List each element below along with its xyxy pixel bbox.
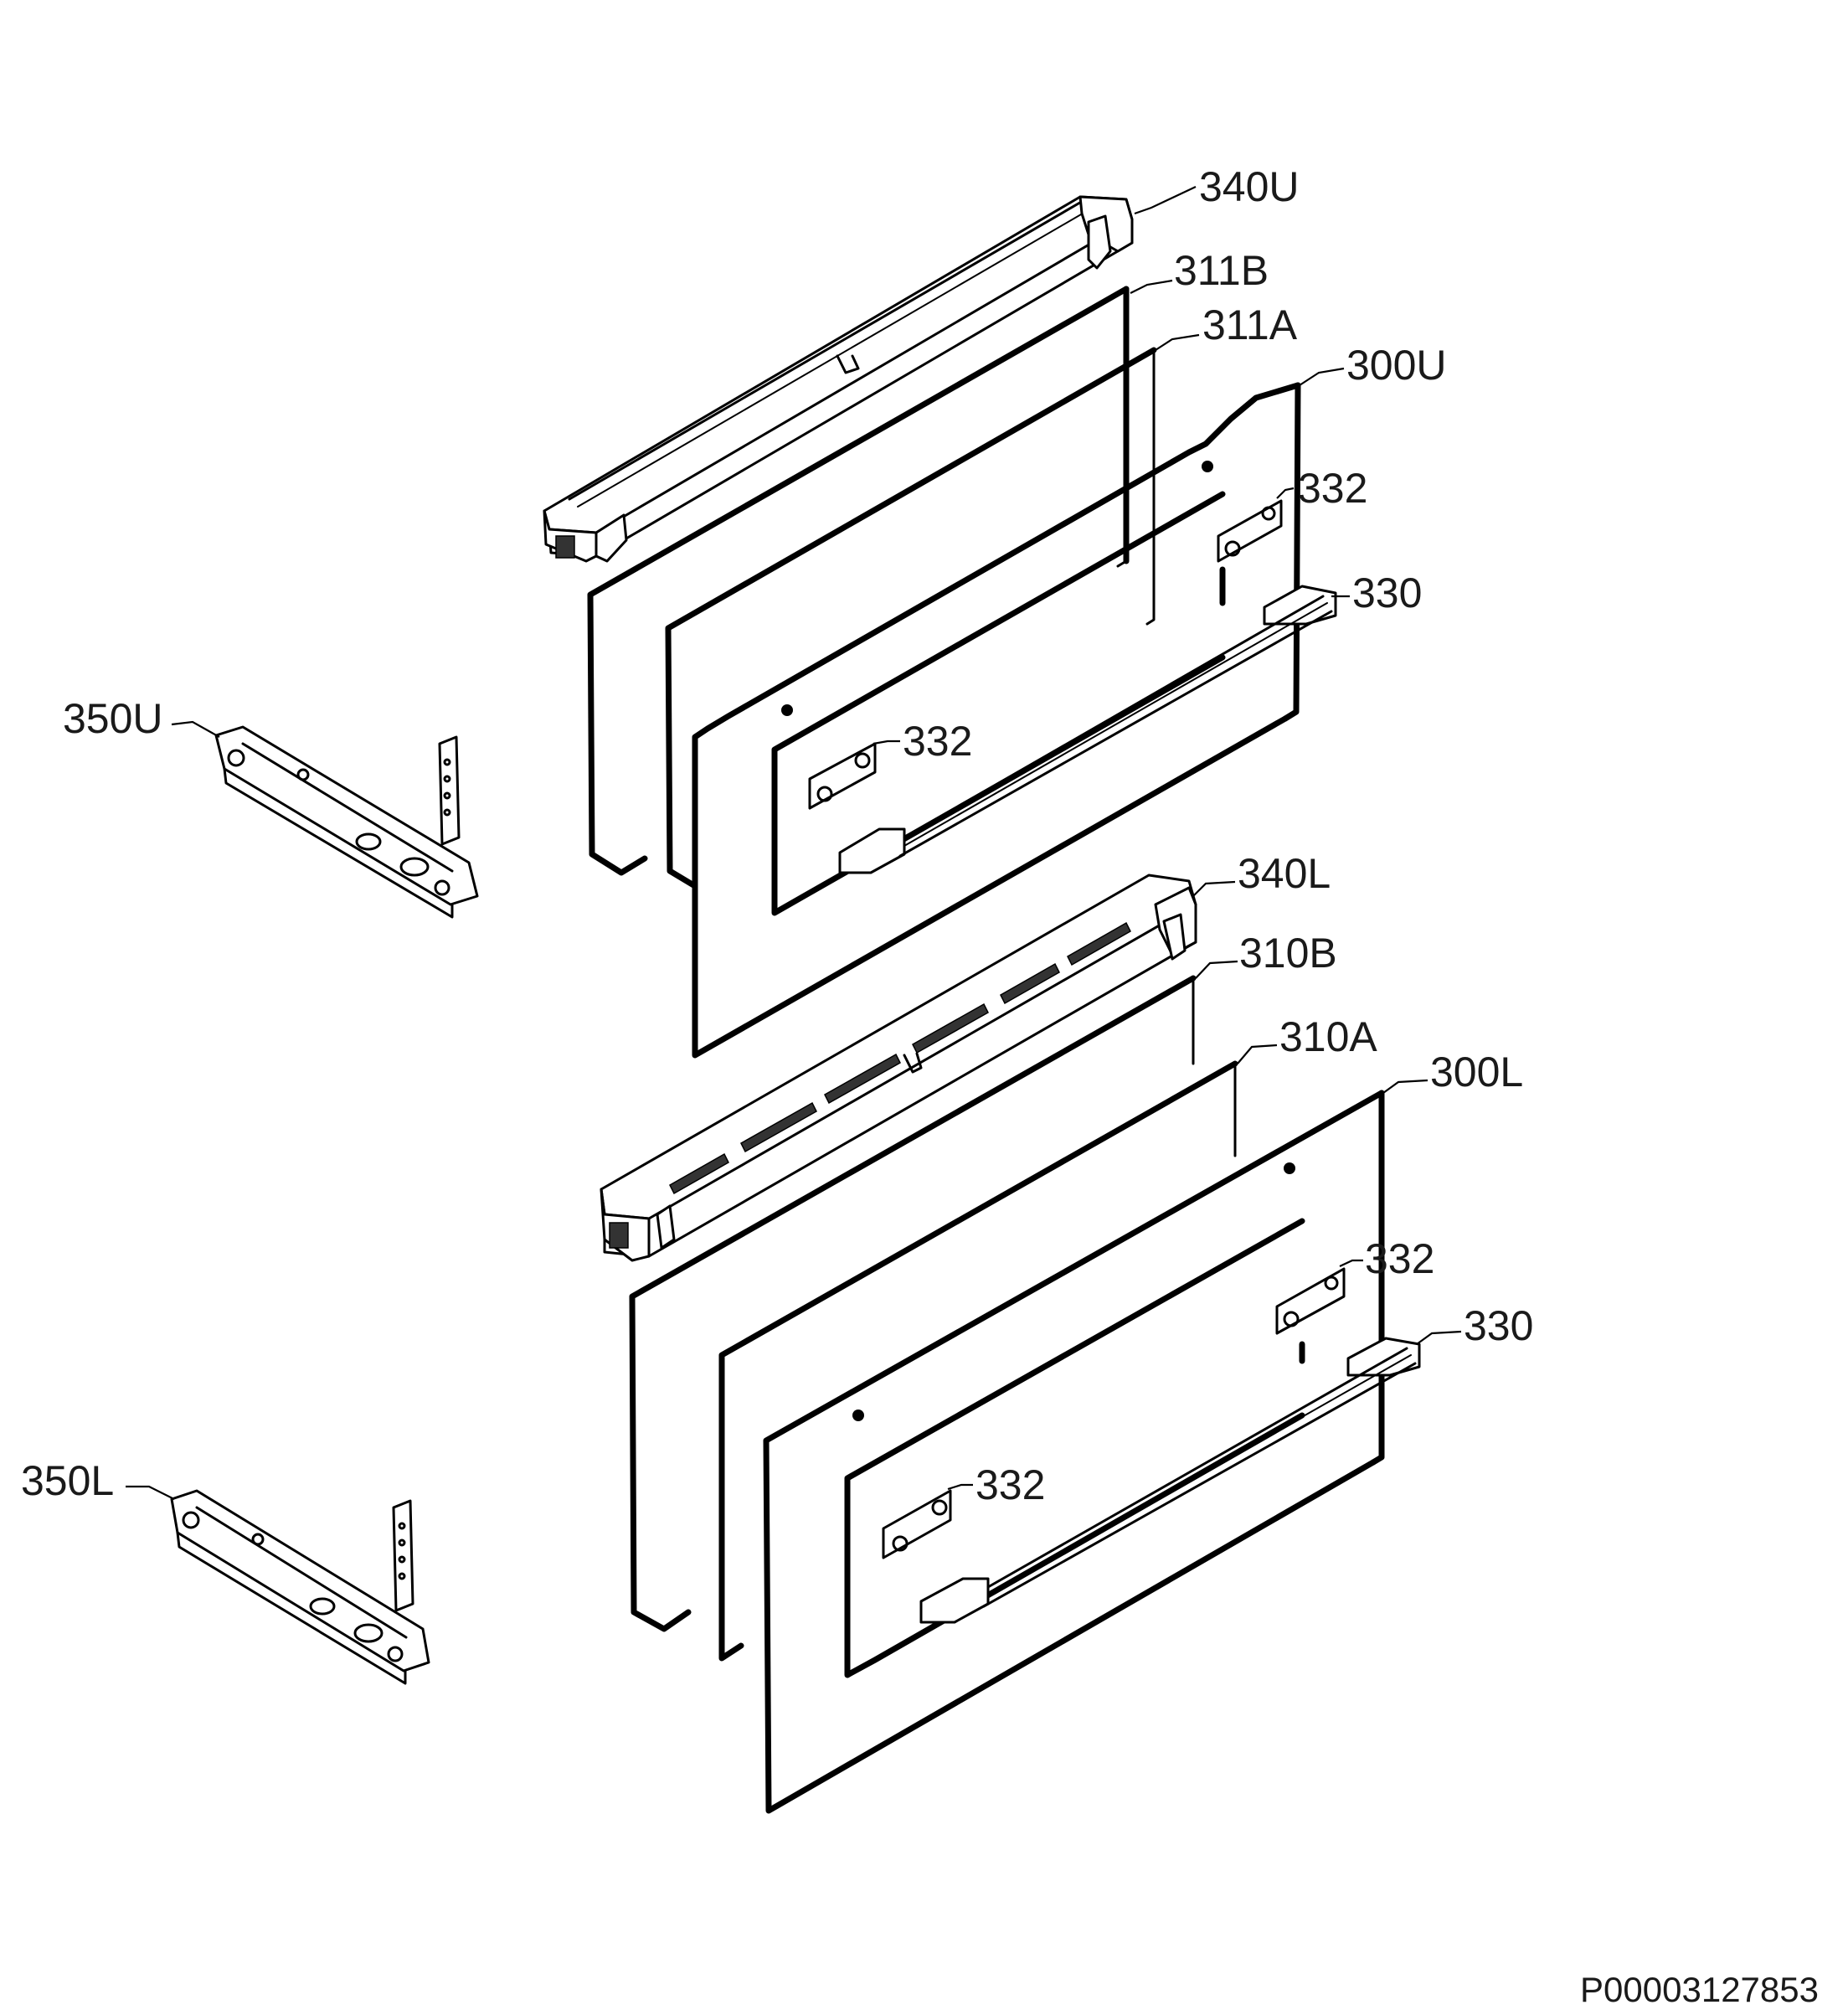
part-310B-lower-rear-glass (629, 975, 1197, 1632)
part-330-lower-door-handle (919, 1337, 1421, 1624)
part-332-lower-right-bracket (1275, 1267, 1346, 1335)
part-310A-lower-middle-glass (718, 1060, 1238, 1662)
callout-300L: 300L (1430, 1049, 1523, 1095)
part-330-upper-door-handle (838, 585, 1337, 874)
part-332-lower-left-bracket (882, 1489, 952, 1559)
callout-311A: 311A (1202, 302, 1298, 348)
callout-330-lower: 330 (1464, 1302, 1533, 1349)
part-350U-upper-door-hinge (214, 725, 479, 919)
callout-350U: 350U (63, 695, 163, 742)
part-340U-upper-door-top-trim (543, 195, 1134, 563)
callout-330-upper: 330 (1352, 570, 1422, 616)
callout-332-lower-left: 332 (975, 1461, 1045, 1508)
part-340L-lower-door-top-trim (600, 874, 1197, 1262)
callout-311B: 311B (1174, 247, 1269, 294)
leader-lines (126, 186, 1462, 1500)
part-332-upper-left-bracket (808, 742, 877, 810)
part-350L-lower-door-hinge (170, 1489, 430, 1685)
callout-332-upper-left: 332 (903, 718, 972, 765)
callout-310A: 310A (1279, 1013, 1377, 1060)
callout-labels: 340U 311B 311A 300U 332 330 350U 332 340… (21, 163, 1533, 1508)
callout-350L: 350L (21, 1457, 114, 1504)
part-332-upper-right-bracket (1217, 499, 1283, 563)
part-300U-upper-outer-door-panel (692, 382, 1301, 1059)
callout-332-upper-right: 332 (1298, 465, 1367, 512)
part-300L-lower-outer-door-panel (763, 1090, 1385, 1814)
diagram-reference-code: P00003127853 (1580, 1970, 1819, 2009)
callout-340U: 340U (1199, 163, 1300, 210)
callout-340L: 340L (1238, 850, 1331, 897)
callout-332-lower-right: 332 (1365, 1235, 1434, 1282)
part-311B-upper-rear-glass (587, 286, 1130, 876)
part-311A-upper-middle-glass (665, 347, 1157, 889)
callout-310B: 310B (1239, 930, 1337, 977)
callout-300U: 300U (1346, 342, 1447, 389)
